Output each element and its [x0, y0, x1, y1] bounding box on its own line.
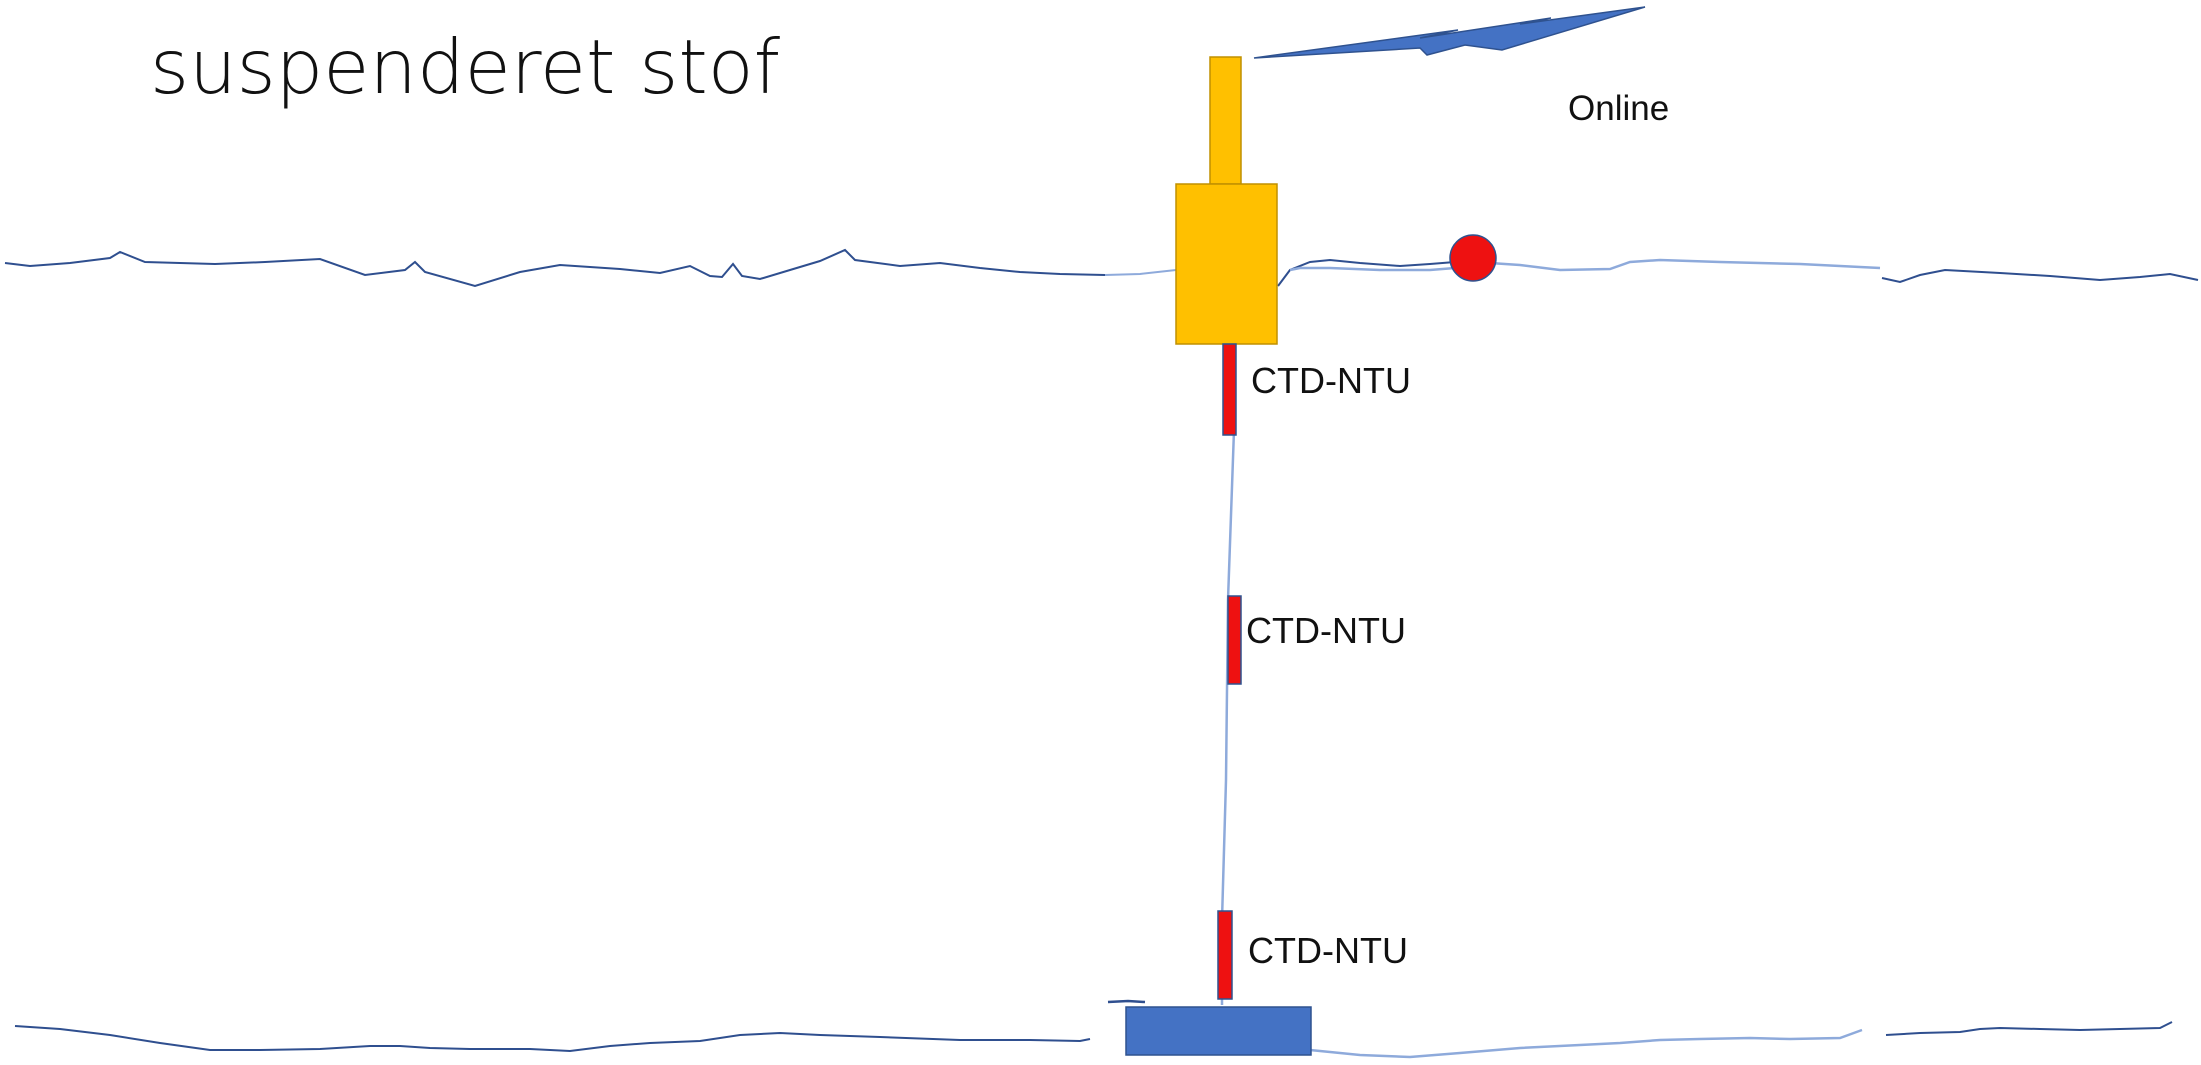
sensor-ctd-ntu-middle [1227, 595, 1242, 685]
surface-buoy [1175, 183, 1278, 345]
seabed-line [14, 1025, 1091, 1053]
sensor-ctd-ntu-top [1222, 343, 1237, 436]
water-surface-line [4, 248, 1106, 288]
seabed-line [1309, 1028, 1863, 1059]
water-surface-line [1881, 268, 2199, 284]
online-label: Online [1568, 89, 1669, 128]
sensor-ctd-ntu-bottom [1217, 910, 1233, 1000]
page-title: suspenderet stof [150, 23, 781, 111]
anchor-block [1125, 1006, 1312, 1056]
water-surface-line [1104, 269, 1177, 276]
sensor-label: CTD-NTU [1248, 930, 1408, 971]
seabed-line [1885, 1021, 2173, 1036]
sensor-label: CTD-NTU [1251, 360, 1411, 401]
buoy-mast [1209, 56, 1242, 185]
marker-buoy [1449, 234, 1497, 282]
water-surface-line [1289, 258, 1881, 272]
lightning-bolt-icon [1253, 6, 1646, 59]
seabed-line [1107, 999, 1146, 1004]
sensor-label: CTD-NTU [1246, 610, 1406, 651]
